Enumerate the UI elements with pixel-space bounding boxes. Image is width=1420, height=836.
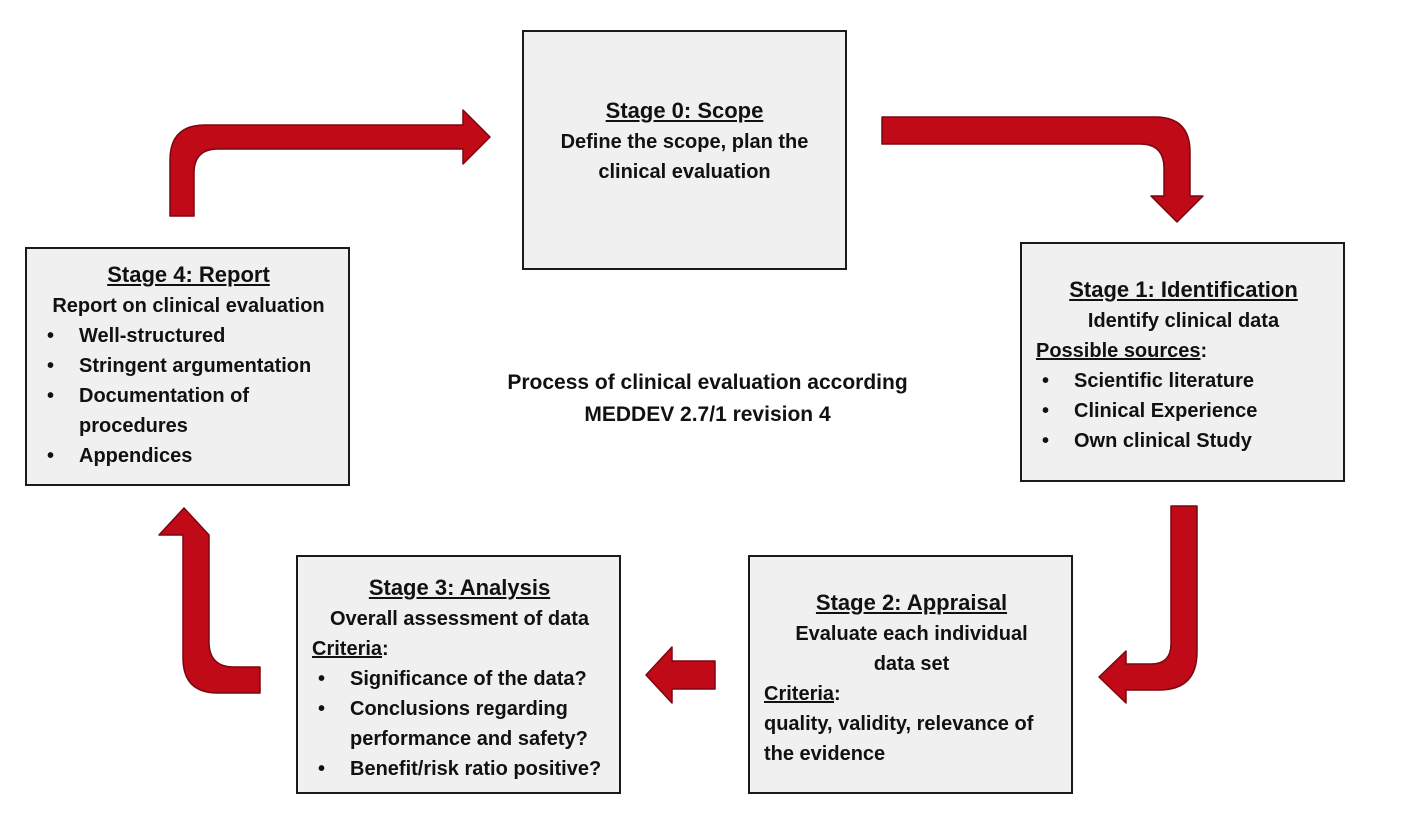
stage-4-report-list: Well-structured Stringent argumentation …	[41, 321, 336, 471]
stage-2-line2: data set	[873, 653, 950, 675]
list-item: Appendices	[41, 441, 336, 471]
diagram-caption: Process of clinical evaluation according…	[470, 367, 945, 431]
stage-1-box: Stage 1: Identification Identify clinica…	[1020, 242, 1345, 482]
stage-2-title: Stage 2: Appraisal	[815, 590, 1008, 615]
stage-3-subtitle: Overall assessment of data	[329, 608, 589, 630]
stage-0-title: Stage 0: Scope	[605, 98, 764, 123]
diagram-caption-line2: MEDDEV 2.7/1 revision 4	[584, 403, 831, 426]
stage-3-box: Stage 3: Analysis Overall assessment of …	[296, 555, 621, 794]
list-item: Scientific literature	[1036, 366, 1331, 396]
stage-0-box: Stage 0: Scope Define the scope, plan th…	[522, 30, 847, 270]
list-item: Significance of the data?	[312, 664, 607, 694]
list-item: Clinical Experience	[1036, 396, 1331, 426]
stage-1-title: Stage 1: Identification	[1069, 277, 1298, 302]
list-item: Own clinical Study	[1036, 426, 1331, 456]
stage-2-criteria-line1: quality, validity, relevance of	[764, 713, 1034, 735]
stage-3-criteria-label-row: Criteria:	[312, 638, 389, 660]
stage-2-criteria-line2: the evidence	[764, 743, 886, 765]
arrow-stage1-to-stage2	[1098, 505, 1198, 704]
stage-1-sources-label-row: Possible sources:	[1036, 340, 1208, 362]
stage-4-subtitle: Report on clinical evaluation	[52, 295, 325, 317]
list-item: Benefit/risk ratio positive?	[312, 754, 607, 784]
arrow-stage2-to-stage3	[645, 646, 716, 704]
stage-0-line1: Define the scope, plan the	[560, 131, 809, 153]
stage-0-line2: clinical evaluation	[598, 161, 771, 183]
arrow-stage3-to-stage4	[158, 507, 261, 694]
stage-4-box: Stage 4: Report Report on clinical evalu…	[25, 247, 350, 486]
diagram-caption-line1: Process of clinical evaluation according	[507, 371, 908, 394]
list-item: Documentation of procedures	[41, 381, 336, 441]
stage-1-source-list: Scientific literature Clinical Experienc…	[1036, 366, 1331, 456]
stage-2-criteria-label: Criteria	[764, 683, 835, 705]
stage-2-criteria-label-row: Criteria:	[764, 683, 841, 705]
stage-1-subtitle: Identify clinical data	[1087, 310, 1280, 332]
arrow-stage4-to-stage0	[169, 109, 491, 217]
stage-3-criteria-list: Significance of the data? Conclusions re…	[312, 664, 607, 784]
stage-2-line1: Evaluate each individual	[795, 623, 1028, 645]
stage-3-criteria-label: Criteria	[312, 638, 383, 660]
stage-4-title: Stage 4: Report	[107, 262, 270, 287]
list-item: Conclusions regarding performance and sa…	[312, 694, 607, 754]
list-item: Well-structured	[41, 321, 336, 351]
arrow-stage0-to-stage1	[881, 116, 1204, 223]
stage-1-sources-label: Possible sources	[1036, 340, 1201, 362]
list-item: Stringent argumentation	[41, 351, 336, 381]
stage-2-box: Stage 2: Appraisal Evaluate each individ…	[748, 555, 1073, 794]
stage-3-title: Stage 3: Analysis	[368, 575, 551, 600]
